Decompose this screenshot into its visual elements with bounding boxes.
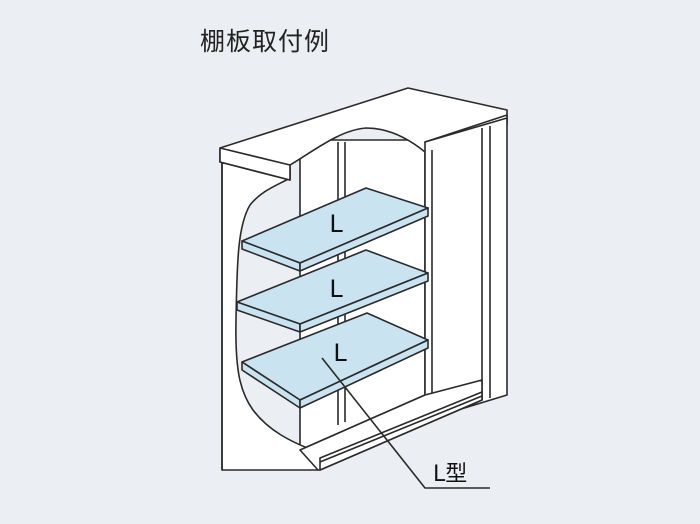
shelf-3-label: L	[333, 339, 347, 367]
bottom-rail	[319, 391, 483, 471]
cabinet-right-side	[424, 117, 508, 421]
shelf-1-side	[299, 207, 429, 272]
shelf-3-side	[299, 339, 429, 409]
page-title: 棚板取付例	[200, 27, 331, 56]
shelf-2-label: L	[329, 275, 343, 303]
cabinet-left-side	[221, 162, 319, 471]
shelf-1-label: L	[329, 210, 343, 238]
shelf-2-side	[299, 272, 429, 333]
callout-label: L型	[433, 462, 467, 487]
top-board-front	[219, 147, 291, 181]
callout-leader-line	[321, 357, 490, 489]
bottom-rail-line	[319, 395, 483, 463]
